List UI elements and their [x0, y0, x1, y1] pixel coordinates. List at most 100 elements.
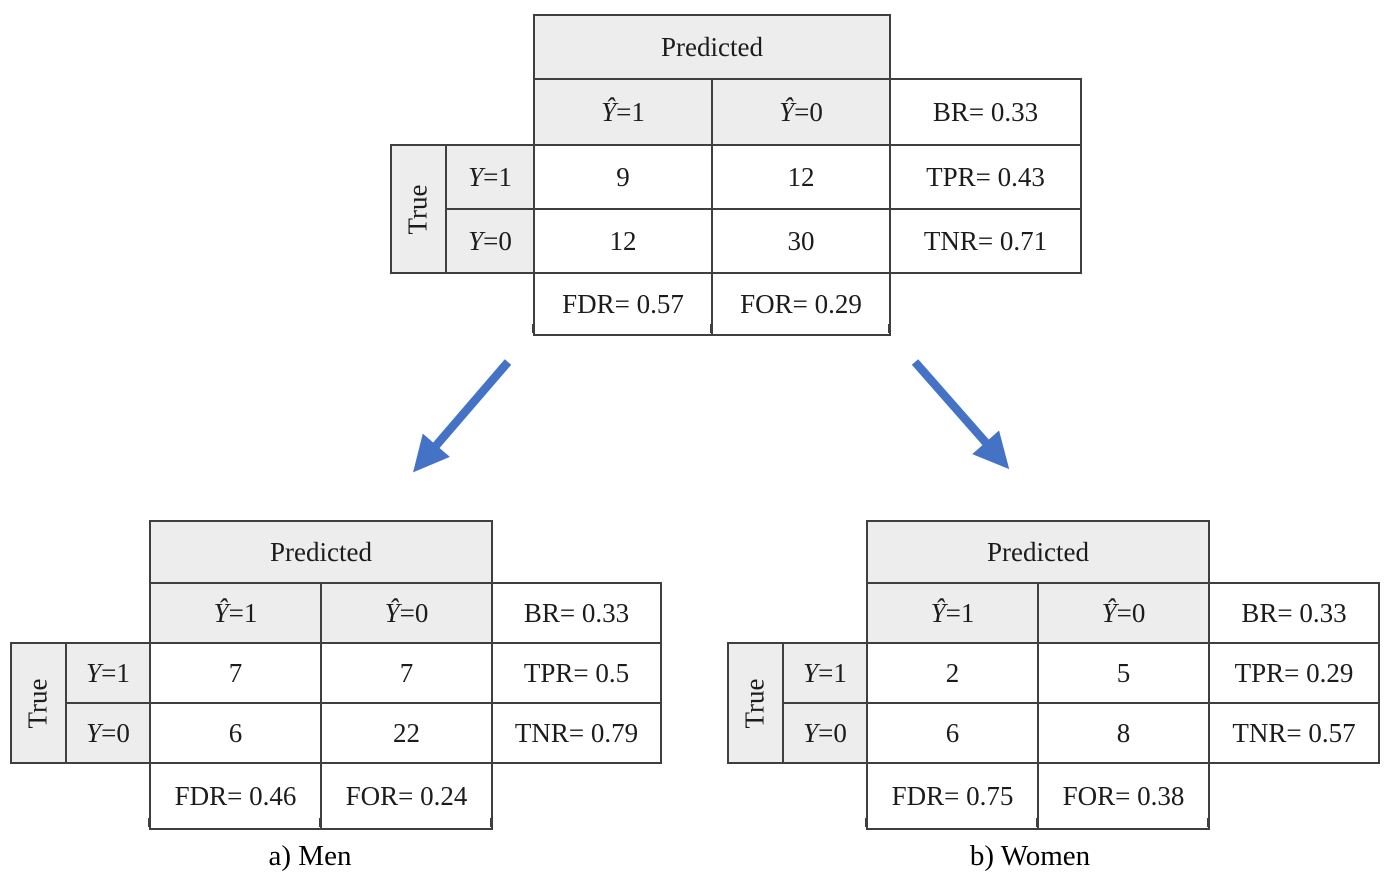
predicted-header: Predicted — [866, 520, 1210, 584]
y-symbol: Y — [86, 657, 102, 688]
cell-true-negative: 30 — [711, 208, 891, 274]
row-header-y0: Y=0 — [782, 702, 868, 764]
col-header-yhat1: Ŷ=1 — [533, 78, 713, 146]
border-stub — [490, 818, 492, 827]
fdr-value: FDR= 0.46 — [149, 762, 322, 830]
confusion-table-overall: Predicted Ŷ=1 Ŷ=0 BR= 0.33 True Y=1 9 12… — [390, 14, 1082, 336]
base-rate-value: BR= 0.33 — [491, 582, 662, 644]
confusion-table-men: Predicted Ŷ=1 Ŷ=0 BR= 0.33 True Y=1 7 7 … — [10, 520, 662, 830]
col-header-yhat1: Ŷ=1 — [866, 582, 1039, 644]
spacer — [728, 583, 867, 643]
border-stub — [148, 818, 150, 827]
base-rate-value: BR= 0.33 — [889, 78, 1082, 146]
tpr-value: TPR= 0.5 — [491, 642, 662, 704]
border-stub — [532, 324, 534, 333]
yhat-symbol: Ŷ — [213, 597, 229, 628]
border-stub — [888, 324, 890, 333]
cell-true-positive: 9 — [533, 144, 713, 210]
row-header-y1: Y=1 — [782, 642, 868, 704]
spacer — [1209, 521, 1379, 583]
cell-false-positive: 6 — [866, 702, 1039, 764]
fdr-value: FDR= 0.75 — [866, 762, 1039, 830]
spacer — [728, 763, 867, 829]
for-value: FOR= 0.38 — [1037, 762, 1210, 830]
eq-one: =1 — [228, 597, 258, 628]
y-symbol: Y — [468, 225, 484, 256]
true-axis-label: True — [727, 642, 784, 764]
base-rate-value: BR= 0.33 — [1208, 582, 1380, 644]
eq-one: =1 — [101, 657, 130, 688]
spacer — [492, 521, 661, 583]
border-stub — [865, 818, 867, 827]
spacer — [492, 763, 661, 829]
eq-one: =1 — [483, 161, 512, 192]
cell-true-positive: 7 — [149, 642, 322, 704]
spacer — [11, 763, 150, 829]
cell-false-positive: 12 — [533, 208, 713, 274]
col-header-yhat0: Ŷ=0 — [711, 78, 891, 146]
row-header-y0: Y=0 — [445, 208, 535, 274]
spacer — [11, 583, 150, 643]
col-header-yhat0: Ŷ=0 — [320, 582, 493, 644]
split-arrow-to-women — [911, 359, 1010, 470]
yhat-symbol: Ŷ — [930, 597, 946, 628]
spacer — [1209, 763, 1379, 829]
caption-men: a) Men — [268, 840, 352, 872]
y-symbol: Y — [468, 161, 484, 192]
eq-zero: =0 — [818, 717, 847, 748]
for-value: FOR= 0.29 — [711, 272, 891, 336]
y-symbol: Y — [86, 717, 102, 748]
eq-zero: =0 — [794, 96, 823, 127]
fdr-value: FDR= 0.57 — [533, 272, 713, 336]
spacer — [391, 273, 534, 335]
tnr-value: TNR= 0.79 — [491, 702, 662, 764]
eq-zero: =0 — [483, 225, 512, 256]
row-header-y0: Y=0 — [65, 702, 151, 764]
eq-zero: =0 — [399, 597, 429, 628]
predicted-header: Predicted — [533, 14, 891, 80]
row-header-y1: Y=1 — [445, 144, 535, 210]
predicted-header: Predicted — [149, 520, 493, 584]
border-stub — [710, 324, 712, 333]
spacer — [890, 273, 1081, 335]
cell-true-negative: 22 — [320, 702, 493, 764]
col-header-yhat0: Ŷ=0 — [1037, 582, 1210, 644]
spacer — [890, 15, 1081, 79]
row-header-y1: Y=1 — [65, 642, 151, 704]
y-symbol: Y — [803, 657, 819, 688]
true-axis-label: True — [390, 144, 447, 274]
yhat-symbol: Ŷ — [384, 597, 400, 628]
border-stub — [1207, 818, 1209, 827]
spacer — [728, 521, 867, 583]
eq-zero: =0 — [1116, 597, 1146, 628]
eq-one: =1 — [945, 597, 975, 628]
cell-false-negative: 12 — [711, 144, 891, 210]
cell-false-negative: 5 — [1037, 642, 1210, 704]
yhat-symbol: Ŷ — [779, 96, 795, 127]
col-header-yhat1: Ŷ=1 — [149, 582, 322, 644]
confusion-table-women: Predicted Ŷ=1 Ŷ=0 BR= 0.33 True Y=1 2 5 … — [727, 520, 1380, 830]
eq-one: =1 — [818, 657, 847, 688]
cell-true-positive: 2 — [866, 642, 1039, 704]
cell-false-negative: 7 — [320, 642, 493, 704]
caption-women: b) Women — [969, 840, 1091, 872]
spacer — [391, 15, 534, 79]
border-stub — [319, 818, 321, 827]
tpr-value: TPR= 0.43 — [889, 144, 1082, 210]
spacer — [391, 79, 534, 145]
cell-false-positive: 6 — [149, 702, 322, 764]
true-axis-label: True — [10, 642, 67, 764]
tnr-value: TNR= 0.71 — [889, 208, 1082, 274]
cell-true-negative: 8 — [1037, 702, 1210, 764]
border-stub — [1036, 818, 1038, 827]
y-symbol: Y — [803, 717, 819, 748]
eq-one: =1 — [616, 96, 645, 127]
for-value: FOR= 0.24 — [320, 762, 493, 830]
tpr-value: TPR= 0.29 — [1208, 642, 1380, 704]
split-arrow-to-men — [413, 359, 512, 473]
spacer — [11, 521, 150, 583]
eq-zero: =0 — [101, 717, 130, 748]
tnr-value: TNR= 0.57 — [1208, 702, 1380, 764]
yhat-symbol: Ŷ — [1101, 597, 1117, 628]
